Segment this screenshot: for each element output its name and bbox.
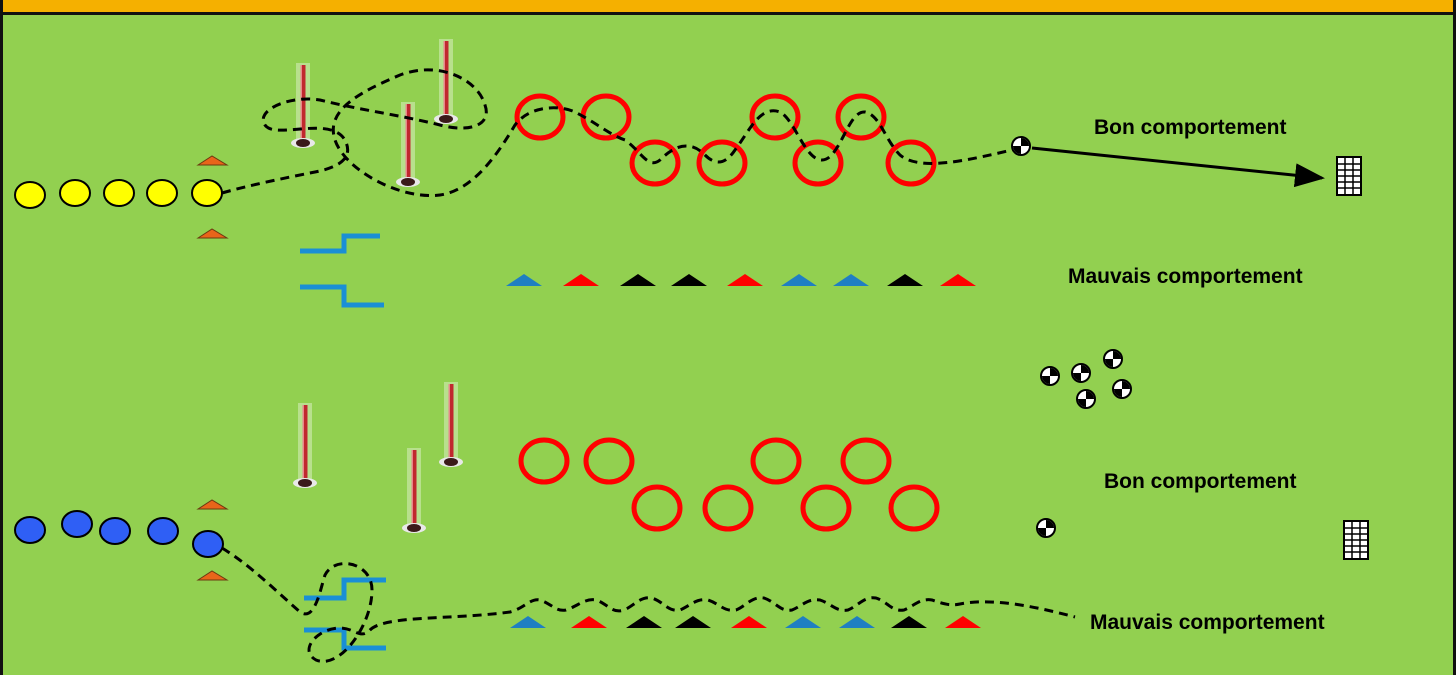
banner-border (0, 12, 1456, 15)
label-top-bad: Mauvais comportement (1068, 265, 1303, 288)
player-disc-icon (148, 518, 178, 544)
soccer-ball-icon (1077, 390, 1095, 408)
label-top-good: Bon comportement (1094, 116, 1287, 139)
frame-left (0, 0, 3, 675)
soccer-ball-icon (1012, 137, 1030, 155)
soccer-ball-icon (1072, 364, 1090, 382)
player-disc-icon (100, 518, 130, 544)
soccer-ball-icon (1037, 519, 1055, 537)
player-disc-icon (192, 180, 222, 206)
goal-net-icon (1337, 157, 1361, 195)
player-disc-icon (15, 182, 45, 208)
player-disc-icon (60, 180, 90, 206)
player-disc-icon (62, 511, 92, 537)
soccer-ball-icon (1041, 367, 1059, 385)
label-bottom-bad: Mauvais comportement (1090, 611, 1325, 634)
soccer-ball-icon (1113, 380, 1131, 398)
label-bottom-good: Bon comportement (1104, 470, 1297, 493)
player-disc-icon (193, 531, 223, 557)
goal-net-icon (1344, 521, 1368, 559)
player-disc-icon (147, 180, 177, 206)
soccer-ball-icon (1104, 350, 1122, 368)
top-banner (0, 0, 1456, 13)
player-disc-icon (15, 517, 45, 543)
player-disc-icon (104, 180, 134, 206)
